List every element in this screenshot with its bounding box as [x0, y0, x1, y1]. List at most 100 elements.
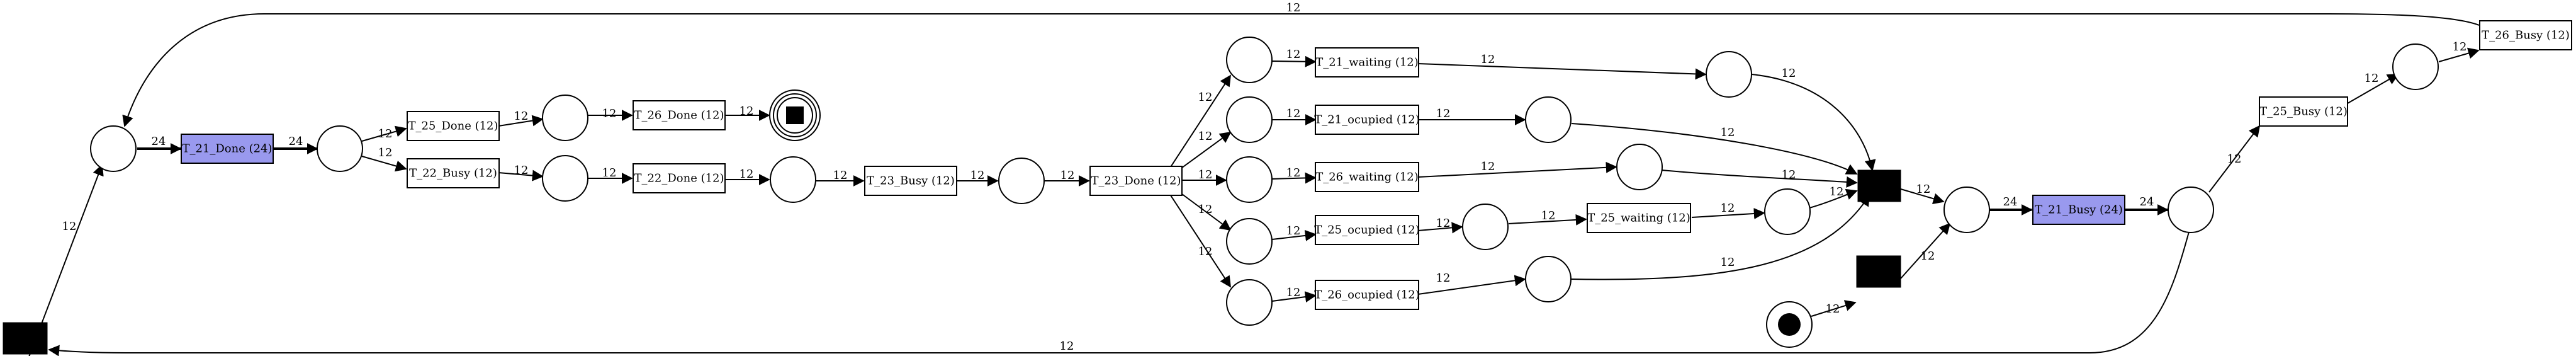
transitions: T_21_Done (24) T_25_Done (12) T_22_Busy … — [181, 20, 2572, 310]
edge-label: 12 — [2365, 72, 2379, 85]
edge-label: 12 — [1060, 340, 1074, 353]
transition-label: T_26_waiting (12) — [1315, 171, 1419, 184]
transition-label: T_21_ocupied (12) — [1314, 113, 1420, 127]
edge-p10-t26ocupied — [1271, 291, 1317, 303]
transition-label: T_23_Done (12) — [1091, 175, 1181, 188]
edge-label: 12 — [62, 220, 77, 233]
edge-p11-join — [1751, 74, 1876, 171]
edge-p14-t25waiting — [1508, 214, 1587, 226]
edge-p18-t25busy — [2208, 125, 2261, 193]
transition-t21-waiting: T_21_waiting (12) — [1315, 47, 1419, 78]
final-token-icon — [786, 106, 804, 124]
transition-t22-done: T_22_Done (12) — [633, 163, 726, 193]
place-p0 — [90, 125, 137, 172]
transition-t25-ocupied: T_25_ocupied (12) — [1314, 215, 1420, 245]
edge-label: 12 — [1916, 183, 1931, 196]
transition-label: T_22_Done (12) — [634, 172, 724, 185]
transition-t23-done: T_23_Done (12) — [1089, 166, 1183, 196]
edge-label: 12 — [1436, 107, 1451, 120]
transition-t26-busy: T_26_Busy (12) — [2479, 20, 2572, 50]
edge-label: 12 — [1436, 217, 1451, 230]
edge-p15-join — [1809, 188, 1858, 209]
edge-label: 12 — [1198, 130, 1213, 143]
place-p18 — [2168, 187, 2214, 233]
place-p5 — [998, 158, 1045, 204]
place-p17 — [1943, 187, 1990, 233]
transition-t25-waiting: T_25_waiting (12) — [1587, 203, 1691, 233]
edge-t26ocupied-p16 — [1417, 275, 1526, 295]
silent-transition-start — [1856, 255, 1901, 288]
place-p2 — [542, 95, 588, 141]
edge-label: 12 — [970, 169, 985, 182]
places — [90, 37, 2439, 348]
edge-label: 12 — [602, 166, 617, 180]
transition-t21-ocupied: T_21_ocupied (12) — [1314, 105, 1420, 135]
place-p7 — [1226, 96, 1273, 143]
edge-t25ocupied-p14 — [1417, 222, 1463, 234]
transition-label: T_26_Busy (12) — [2482, 29, 2570, 42]
edge-p6-t21waiting — [1271, 55, 1317, 67]
edge-label: 12 — [1541, 209, 1556, 222]
edge-start-silent — [1811, 300, 1857, 317]
transition-t26-ocupied: T_26_ocupied (12) — [1314, 280, 1420, 310]
edge-label: 12 — [378, 127, 393, 141]
place-p16 — [1525, 256, 1572, 302]
edge-label: 12 — [1286, 286, 1301, 299]
edge-label: 12 — [2453, 40, 2467, 54]
transition-label: T_23_Busy (12) — [867, 175, 955, 188]
place-p3 — [542, 155, 588, 202]
edge-t25done-p2 — [498, 115, 544, 127]
edge-t25busy-p19 — [2347, 74, 2399, 104]
edge-label: 12 — [378, 146, 393, 159]
transition-t26-done: T_26_Done (12) — [633, 100, 726, 130]
edge-label: 12 — [1286, 224, 1301, 238]
edge-label: 12 — [1436, 272, 1451, 285]
edge-label: 12 — [514, 110, 529, 123]
place-p9 — [1226, 218, 1273, 265]
edge-t25waiting-p15 — [1691, 208, 1765, 219]
edge-t23done-p6 — [1170, 74, 1231, 168]
start-token-icon — [1778, 313, 1801, 336]
transition-t26-waiting: T_26_waiting (12) — [1315, 162, 1419, 192]
edge-loop-top — [122, 13, 2480, 127]
edge-label: 12 — [1286, 1, 1301, 14]
edge-t21waiting-p11 — [1417, 63, 1707, 80]
edge-label: 12 — [1921, 250, 1935, 263]
edge-label: 12 — [1481, 160, 1495, 173]
edge-label: 12 — [2227, 152, 2242, 166]
place-p6 — [1226, 37, 1273, 83]
edge-label: 12 — [740, 168, 754, 181]
edge-t23done-p10 — [1170, 195, 1231, 288]
transition-label: T_25_waiting (12) — [1587, 212, 1690, 225]
edges — [28, 13, 2480, 356]
edge-loop-bottom — [48, 231, 2190, 356]
edge-label: 12 — [1198, 91, 1213, 104]
edge-label: 12 — [1286, 48, 1301, 61]
edge-label: 12 — [1198, 203, 1213, 216]
edge-t26waiting-p13 — [1417, 161, 1617, 178]
place-p14 — [1462, 204, 1509, 250]
transition-t25-busy: T_25_Busy (12) — [2259, 96, 2348, 127]
edge-label: 12 — [740, 105, 754, 118]
transition-t21-busy: T_21_Busy (24) — [2032, 195, 2125, 225]
edge-label: 12 — [1198, 168, 1213, 181]
edge-t22busy-p3 — [498, 169, 544, 181]
edge-t23done-p9 — [1176, 190, 1232, 231]
edge-label: 24 — [289, 135, 303, 148]
start-place — [1766, 301, 1813, 348]
edge-p1-t25done — [361, 125, 407, 142]
place-p15 — [1764, 188, 1811, 235]
edge-silent-p17 — [1900, 222, 1951, 279]
edge-label: 12 — [1481, 53, 1495, 66]
transition-label: T_25_ocupied (12) — [1314, 224, 1420, 237]
place-p19 — [2392, 43, 2439, 90]
edge-p12-join — [1571, 123, 1858, 175]
edge-label: 12 — [1721, 256, 1735, 269]
edge-p13-join — [1661, 169, 1858, 188]
edge-label: 12 — [1198, 245, 1213, 258]
transition-label: T_26_ocupied (12) — [1314, 289, 1420, 302]
silent-transition-source — [3, 322, 48, 355]
place-p12 — [1525, 96, 1572, 143]
edge-join-p17 — [1900, 188, 1945, 205]
edge-label: 12 — [1721, 126, 1735, 139]
